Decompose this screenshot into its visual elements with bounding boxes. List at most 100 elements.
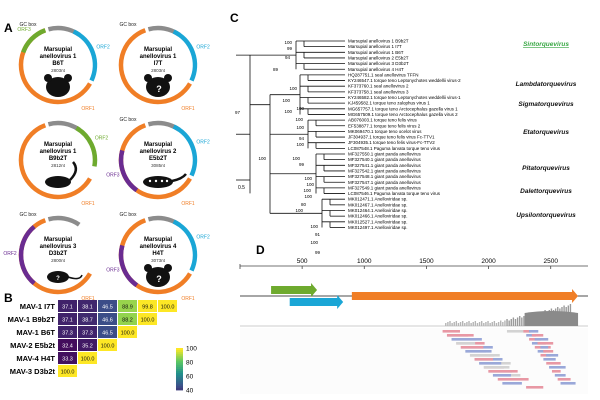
quoll-tail <box>171 173 187 183</box>
heatmap-cell <box>58 352 77 364</box>
genome-title: Marsupial <box>144 47 172 53</box>
orf1-arrow <box>351 289 579 303</box>
bootstrap-value: 100 <box>296 106 304 111</box>
aligned-read <box>506 330 531 333</box>
coverage-axis-label: 2500 <box>543 258 558 265</box>
panel-label-d: D <box>256 243 265 257</box>
aligned-read <box>528 330 539 333</box>
coverage-bar <box>493 321 496 326</box>
aligned-read <box>554 374 566 377</box>
bootstrap-value: 94 <box>285 55 291 60</box>
coverage-bar <box>516 317 519 326</box>
heatmap-cell-value: 100.0 <box>101 344 115 350</box>
bootstrap-value: 97 <box>235 110 241 115</box>
bootstrap-value: 100 <box>284 40 292 45</box>
coverage-axis-label: 500 <box>297 258 308 265</box>
genome-title: anellovirus 4 <box>140 244 177 250</box>
coverage-bar <box>468 321 470 326</box>
aligned-read <box>502 382 522 385</box>
bootstrap-value: 100 <box>295 117 303 122</box>
genome-size: 2803nt <box>151 68 166 73</box>
heatmap-cell-value: 38.1 <box>82 305 93 311</box>
gc-box-arc <box>47 120 81 132</box>
bootstrap-value: 100 <box>295 208 303 213</box>
genome-title: Marsupial <box>144 142 172 148</box>
heatmap-cell <box>78 300 97 312</box>
bootstrap-value: 100 <box>304 194 312 199</box>
koala-ear <box>164 264 172 272</box>
aligned-read <box>474 358 494 361</box>
tree-leaf-label: MK012497.1 Anelloviridae sp. <box>348 225 408 230</box>
coverage-bar <box>480 321 483 326</box>
orf-label: ORF2 <box>95 136 109 142</box>
coverage-bar <box>449 321 451 326</box>
gc-box-arc <box>47 215 81 227</box>
heatmap-row-label: MAV-2 E5b2t <box>10 341 55 350</box>
heatmap-cell <box>98 313 117 325</box>
bootstrap-value: 100 <box>282 98 290 103</box>
coverage-bar <box>451 323 453 326</box>
bootstrap-value: 100 <box>306 182 314 187</box>
heatmap-row-label: MAV-1 I7T <box>20 302 56 311</box>
orf-label: ORF1 <box>81 106 95 112</box>
tree-leaf-label: Marsupial anellovirus 3 D3b2T <box>348 61 409 66</box>
coverage-bar <box>466 322 468 326</box>
aligned-read <box>456 342 476 345</box>
orf-arc <box>172 29 198 82</box>
koala-silhouette: ? <box>144 264 172 287</box>
coverage-bar <box>495 323 498 326</box>
tree-leaf-label: MF327547.1 giant panda anellovirus <box>348 180 422 185</box>
heatmap-cell <box>78 313 97 325</box>
aligned-read <box>460 346 484 349</box>
heatmap-cell-value: 37.3 <box>62 331 73 337</box>
heatmap-cell <box>58 365 77 377</box>
color-scale-segment <box>176 366 183 370</box>
heatmap-cell <box>58 300 77 312</box>
orf-label: ORF1 <box>81 296 95 302</box>
color-scale-segment <box>176 371 183 374</box>
koala-body <box>46 77 70 97</box>
question-mark: ? <box>156 84 162 94</box>
color-scale-segment <box>176 354 183 357</box>
aligned-read <box>546 362 561 365</box>
orf1-arc <box>118 28 192 105</box>
heatmap-cell <box>138 300 157 312</box>
genome-title: Marsupial <box>44 142 72 148</box>
genome-title: anellovirus 2 <box>140 149 177 155</box>
genome-title: Marsupial <box>144 237 172 243</box>
heatmap-row-label: MAV-1 B6T <box>16 328 55 337</box>
koala-ear <box>144 264 152 272</box>
tree-leaf-label: MK012464.1 Anelloviridae sp. <box>348 208 408 213</box>
orf-label: ORF2 <box>196 140 210 146</box>
tree-leaf-label: JF304935.1 torque teno felis virus-Fc-TT… <box>348 140 435 145</box>
tree-leaf-label: EF538877.1 torque teno felis virus 2 <box>348 123 421 128</box>
coverage-bar <box>487 321 489 326</box>
quoll-silhouette <box>143 173 187 188</box>
orf-arc <box>172 219 198 272</box>
genus-label: Sintorquevirus <box>523 41 569 48</box>
coverage-bar <box>508 320 510 326</box>
genome-title: Marsupial <box>44 237 72 243</box>
tree-leaf-label: MF327541.1 giant panda anellovirus <box>348 163 422 168</box>
tree-leaf-label: KJ459582.1 torque teno zalophus virus 1 <box>348 101 430 106</box>
aligned-read <box>531 334 544 337</box>
tree-leaf-label: KY246547.1 torque teno Leptonychotes wed… <box>348 78 461 83</box>
tree-leaf-label: MF327549.1 giant panda anellovirus <box>348 185 422 190</box>
coverage-bar <box>476 323 479 326</box>
heatmap-cell-value: 100.0 <box>81 357 95 363</box>
color-scale-segment <box>176 369 183 372</box>
heatmap-cell-value: 37.1 <box>62 305 73 311</box>
heatmap-row-label: MAV-3 D3b2t <box>10 367 56 376</box>
bootstrap-value: 100 <box>303 188 311 193</box>
gc-box-label: GC box <box>120 22 137 28</box>
bootstrap-value: 100 <box>284 109 292 114</box>
coverage-bar <box>483 323 485 326</box>
heatmap-cell <box>58 326 77 338</box>
genome-size: 2800nt <box>51 258 66 263</box>
bootstrap-value: 100 <box>258 156 266 161</box>
aligned-read <box>523 330 531 333</box>
